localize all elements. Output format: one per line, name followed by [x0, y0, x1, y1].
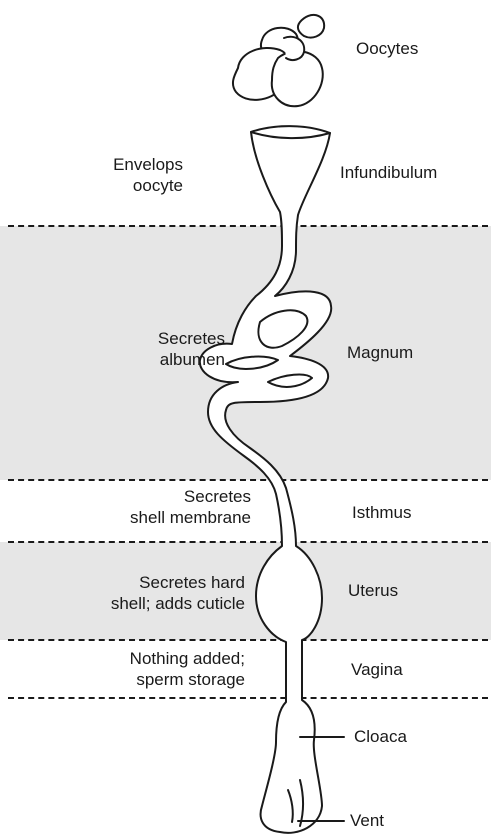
oocytes-icon [233, 15, 324, 106]
cloaca-label: Cloaca [354, 726, 407, 747]
function-vagina-line-1: Nothing added; [130, 648, 245, 669]
function-isthmus: Secretes shell membrane [130, 486, 251, 528]
vent-label: Vent [350, 810, 384, 831]
function-uterus: Secretes hard shell; adds cuticle [111, 572, 245, 614]
function-isthmus-line-2: shell membrane [130, 507, 251, 528]
region-name-vagina: Vagina [351, 659, 403, 680]
function-vagina: Nothing added; sperm storage [130, 648, 245, 690]
function-magnum-line-1: Secretes [158, 328, 225, 349]
function-magnum-line-2: albumen [158, 349, 225, 370]
function-infundibulum: Envelops oocyte [113, 154, 183, 196]
function-infundibulum-line-2: oocyte [113, 175, 183, 196]
function-uterus-line-2: shell; adds cuticle [111, 593, 245, 614]
region-name-magnum: Magnum [347, 342, 413, 363]
region-name-infundibulum: Infundibulum [340, 162, 437, 183]
region-name-uterus: Uterus [348, 580, 398, 601]
function-isthmus-line-1: Secretes [130, 486, 251, 507]
function-uterus-line-1: Secretes hard [111, 572, 245, 593]
region-name-isthmus: Isthmus [352, 502, 412, 523]
oocytes-label: Oocytes [356, 38, 418, 59]
function-vagina-line-2: sperm storage [130, 669, 245, 690]
function-infundibulum-line-1: Envelops [113, 154, 183, 175]
oviduct-tube-icon [200, 126, 331, 833]
function-magnum: Secretes albumen [158, 328, 225, 370]
